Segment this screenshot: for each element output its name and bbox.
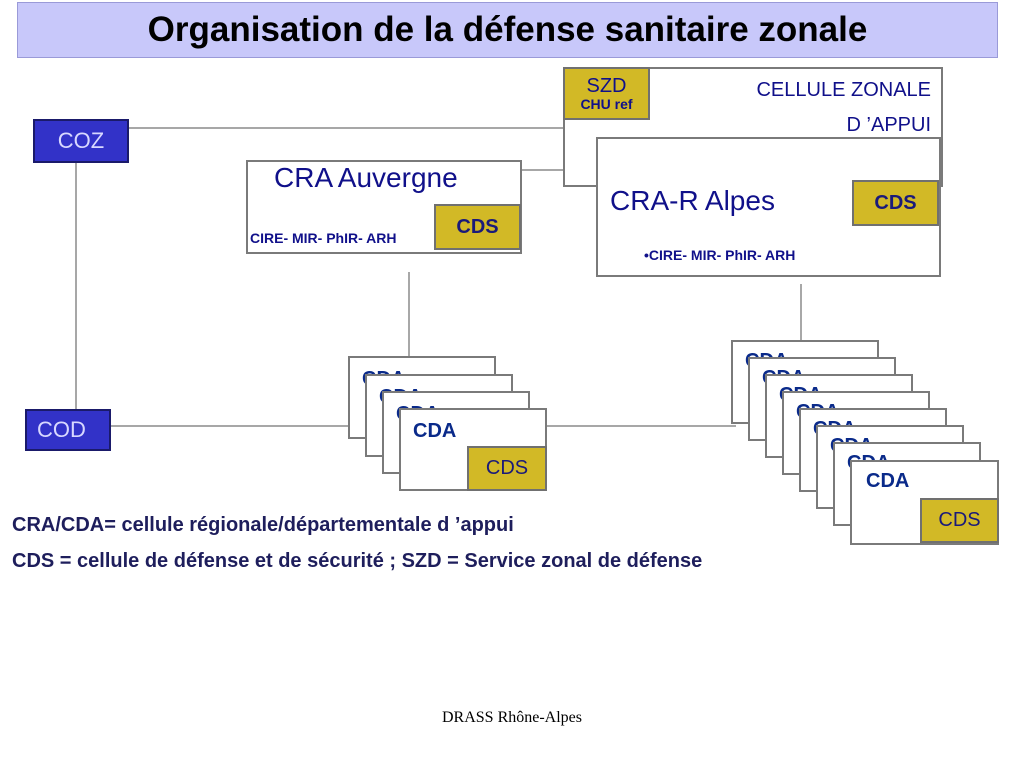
- czp-line2: D ’APPUI: [846, 114, 931, 136]
- page-title: Organisation de la défense sanitaire zon…: [147, 10, 868, 49]
- cda-cds: CDS: [467, 446, 547, 491]
- chu-ref-label: CHU ref: [580, 95, 633, 112]
- cda-cds-label: CDS: [938, 509, 981, 531]
- cda-cds-label: CDS: [485, 457, 529, 479]
- legend-line-2: CDS = cellule de défense et de sécurité …: [12, 550, 703, 572]
- szd-label: SZD: [586, 74, 627, 97]
- cra-alpes-title: CRA-R Alpes: [610, 185, 775, 216]
- cra-auvergne-cds-label: CDS: [456, 215, 499, 238]
- cra-alpes-cds-label: CDS: [874, 191, 917, 214]
- cod-label: COD: [37, 417, 86, 442]
- cra-alpes-sub: •CIRE- MIR- PhIR- ARH: [644, 247, 796, 263]
- coz-label: COZ: [57, 128, 105, 153]
- cda-label: CDA: [866, 470, 910, 492]
- szd-box: SZD CHU ref: [563, 67, 650, 120]
- legend-line-1: CRA/CDA= cellule régionale/départemental…: [12, 514, 514, 536]
- cra-auvergne-cds: CDS: [434, 204, 521, 250]
- cra-alpes-cds: CDS: [852, 180, 939, 226]
- cra-auvergne-title: CRA Auvergne: [274, 162, 458, 193]
- cod-box: COD: [25, 409, 111, 451]
- title-bar: Organisation de la défense sanitaire zon…: [17, 2, 998, 58]
- cda-cds: CDS: [920, 498, 999, 543]
- footer: DRASS Rhône-Alpes: [441, 709, 582, 726]
- czp-line1: CELLULE ZONALE: [756, 79, 931, 101]
- cda-label: CDA: [413, 420, 457, 442]
- coz-box: COZ: [33, 119, 129, 163]
- cra-auvergne-sub: CIRE- MIR- PhIR- ARH: [250, 230, 397, 246]
